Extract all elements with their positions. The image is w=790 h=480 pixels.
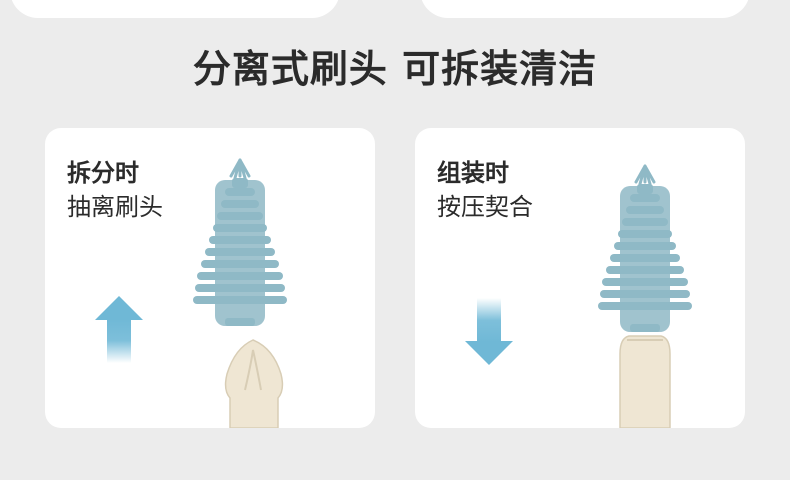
down-arrow-icon xyxy=(465,298,513,365)
top-tab-left xyxy=(10,0,340,18)
panel-subheading: 按压契合 xyxy=(437,193,533,221)
handle-tip-icon xyxy=(224,339,284,428)
brush-head-icon xyxy=(193,158,287,326)
panel-subheading: 抽离刷头 xyxy=(67,193,163,221)
panel-assemble: 组装时 按压契合 xyxy=(415,128,745,428)
top-tab-right xyxy=(420,0,750,18)
brush-detached-illustration xyxy=(95,158,287,428)
caption-assemble: 组装时 按压契合 xyxy=(437,156,533,224)
brush-assembled-illustration xyxy=(465,164,692,428)
handle-icon xyxy=(619,335,671,428)
panel-heading: 拆分时 xyxy=(67,159,139,187)
up-arrow-icon xyxy=(95,296,143,363)
panel-heading: 组装时 xyxy=(437,159,509,187)
brush-head-icon xyxy=(598,164,692,332)
panel-disassemble: 拆分时 抽离刷头 xyxy=(45,128,375,428)
page-title: 分离式刷头 可拆装清洁 xyxy=(192,47,598,91)
caption-disassemble: 拆分时 抽离刷头 xyxy=(67,156,163,224)
